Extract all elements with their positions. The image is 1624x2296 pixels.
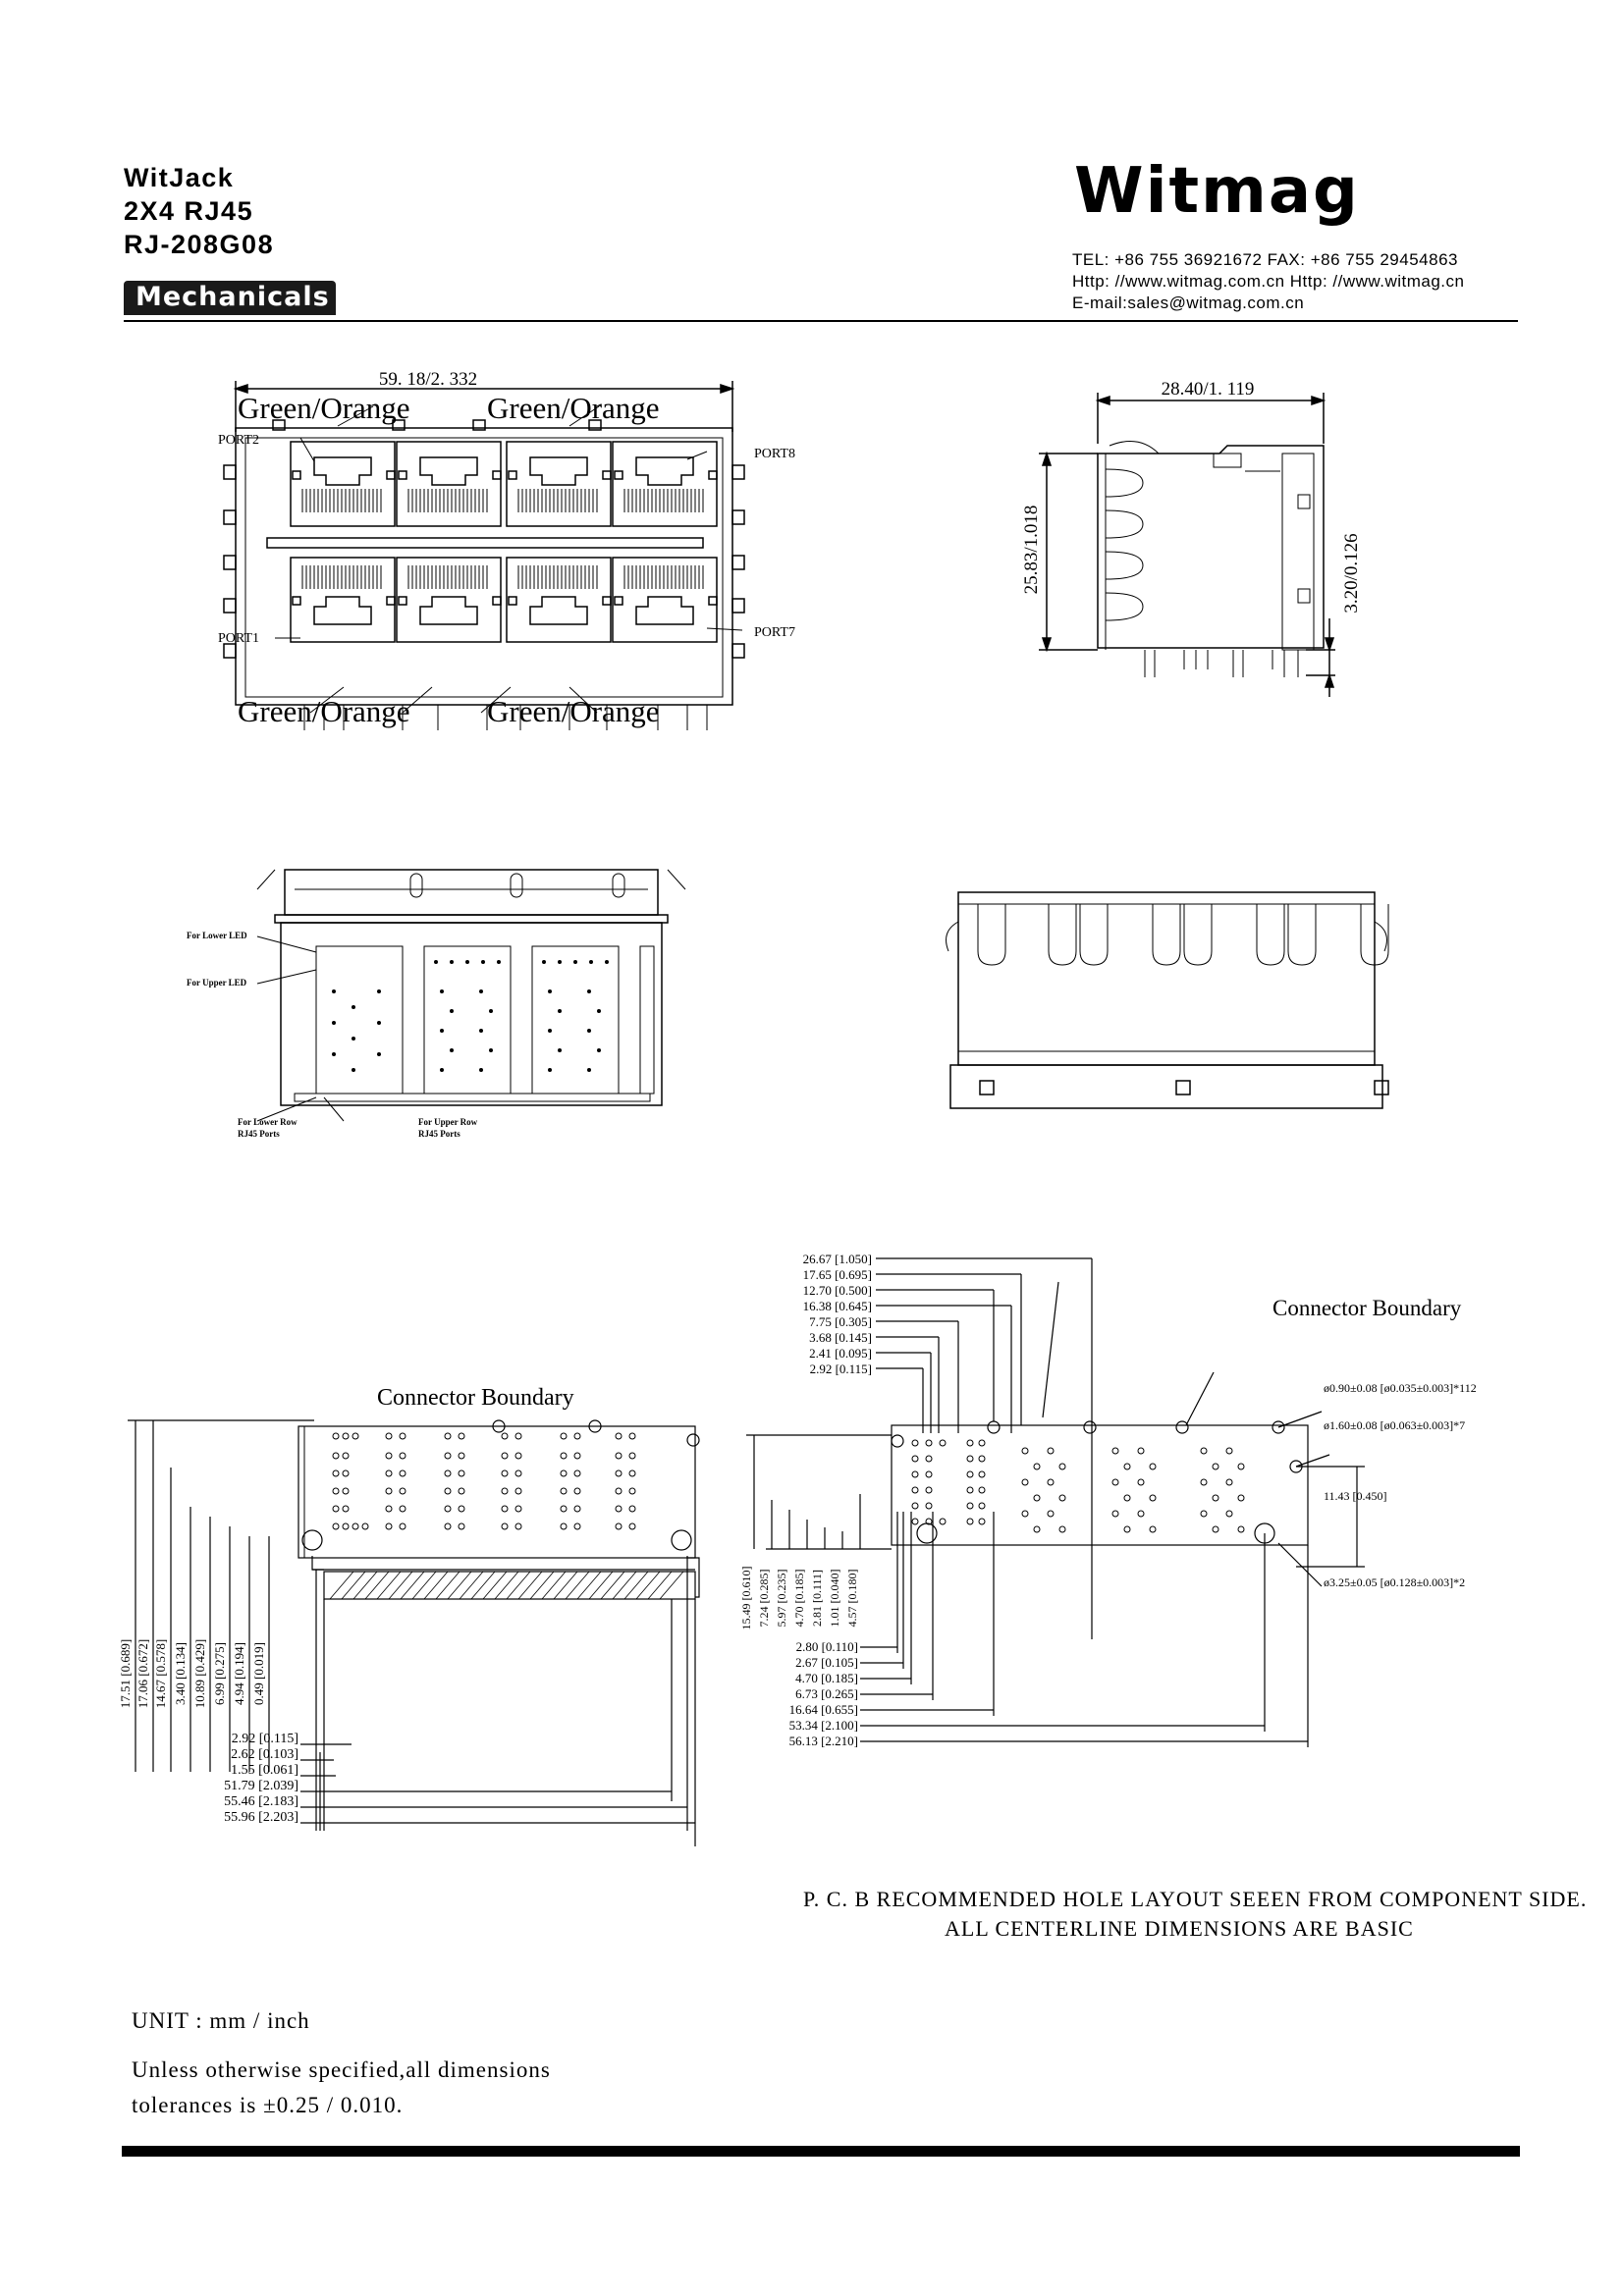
bottom-view-drawing: For Lower LED For Upper LED For Lower Ro… [187, 869, 686, 1139]
port7-label: PORT7 [754, 625, 795, 640]
right-bdim-5: 53.34 [2.100] [789, 1718, 858, 1733]
side-view-drawing: 28.40/1. 119 25.83/1.018 3.20/0.126 [1021, 379, 1362, 697]
port8-label: PORT8 [754, 447, 795, 461]
right-pcb-layout: 26.67 [1.050] 17.65 [0.695] 12.70 [0.500… [739, 1252, 1477, 1748]
pcb-caption-2: ALL CENTERLINE DIMENSIONS ARE BASIC [945, 1916, 1414, 1941]
tolerance-note-1: Unless otherwise specified,all dimension… [132, 2057, 551, 2082]
right-vdim-1: 7.24 [0.285] [757, 1570, 771, 1628]
led-label-top-right: Green/Orange [487, 391, 660, 425]
right-vdim-4: 2.81 [0.111] [810, 1570, 824, 1627]
contact-web: Http: //www.witmag.com.cn Http: //www.wi… [1072, 272, 1465, 291]
part-number: RJ-208G08 [124, 230, 275, 259]
left-vdim-3: 3.40 [0.134] [173, 1642, 188, 1705]
depth-dim-label: 28.40/1. 119 [1162, 379, 1255, 400]
lower-row-ports-label: RJ45 Ports [238, 1129, 280, 1139]
left-hdim-3: 51.79 [2.039] [224, 1779, 298, 1793]
right-topdim-6: 2.41 [0.095] [809, 1346, 872, 1361]
contact-email: E-mail:sales@witmag.com.cn [1072, 294, 1305, 312]
right-bdim-4: 16.64 [0.655] [789, 1702, 858, 1717]
pcb-caption-1: P. C. B RECOMMENDED HOLE LAYOUT SEEEN FR… [803, 1887, 1588, 1911]
right-vdim-0: 15.49 [0.610] [739, 1567, 753, 1630]
product-config: 2X4 RJ45 [124, 196, 254, 226]
hole-spec-1: ø0.90±0.08 [ø0.035±0.003]*112 [1324, 1381, 1477, 1395]
right-topdim-7: 2.92 [0.115] [810, 1362, 872, 1376]
right-vdim-2: 5.97 [0.235] [775, 1570, 788, 1628]
left-vdim-4: 10.89 [0.429] [192, 1639, 207, 1708]
lower-led-label: For Lower LED [187, 931, 247, 940]
left-vdim-1: 17.06 [0.672] [135, 1639, 150, 1708]
tolerance-note-2: tolerances is ±0.25 / 0.010. [132, 2093, 404, 2117]
right-boundary-label: Connector Boundary [1272, 1296, 1462, 1320]
right-topdim-3: 16.38 [0.645] [803, 1299, 872, 1313]
right-bdim-1: 2.67 [0.105] [795, 1655, 858, 1670]
led-label-top-left: Green/Orange [238, 391, 410, 425]
right-bdim-6: 56.13 [2.210] [789, 1734, 858, 1748]
contact-tel-fax: TEL: +86 755 36921672 FAX: +86 755 29454… [1072, 250, 1458, 269]
left-hdim-4: 55.46 [2.183] [224, 1794, 298, 1809]
right-vdim-5: 1.01 [0.040] [828, 1570, 841, 1628]
height-dim-label: 25.83/1.018 [1021, 506, 1042, 595]
right-topdim-1: 17.65 [0.695] [803, 1267, 872, 1282]
left-hdim-5: 55.96 [2.203] [224, 1810, 298, 1825]
upper-led-label: For Upper LED [187, 978, 247, 988]
right-vdim-6: 4.57 [0.180] [845, 1570, 859, 1628]
left-hdim-1: 2.62 [0.103] [231, 1747, 298, 1762]
right-vdim-3: 4.70 [0.185] [792, 1570, 806, 1628]
led-label-bottom-left: Green/Orange [238, 694, 410, 728]
left-hdim-2: 1.55 [0.061] [231, 1763, 298, 1778]
upper-row-ports-label: RJ45 Ports [418, 1129, 460, 1139]
unit-note: UNIT : mm / inch [132, 2008, 310, 2033]
lower-row-label: For Lower Row [238, 1117, 298, 1127]
right-topdim-4: 7.75 [0.305] [809, 1314, 872, 1329]
right-bdim-2: 4.70 [0.185] [795, 1671, 858, 1685]
hole-spacing: 11.43 [0.450] [1324, 1489, 1387, 1503]
port2-label: PORT2 [218, 433, 259, 448]
width-dim-label: 59. 18/2. 332 [379, 369, 477, 390]
left-vdim-2: 14.67 [0.578] [153, 1639, 168, 1708]
right-topdim-0: 26.67 [1.050] [803, 1252, 872, 1266]
left-vdim-7: 0.49 [0.019] [251, 1642, 266, 1705]
front-view-drawing: 59. 18/2. 332 Green/Orange Green/Orange … [218, 369, 795, 730]
right-topdim-5: 3.68 [0.145] [809, 1330, 872, 1345]
right-topdim-2: 12.70 [0.500] [803, 1283, 872, 1298]
led-label-bottom-right: Green/Orange [487, 694, 660, 728]
pin-dim-label: 3.20/0.126 [1341, 533, 1362, 613]
left-vdim-0: 17.51 [0.689] [118, 1639, 133, 1708]
left-vdim-5: 6.99 [0.275] [212, 1642, 227, 1705]
hole-spec-3: ø3.25±0.05 [ø0.128±0.003]*2 [1324, 1575, 1465, 1589]
footer-rule [122, 2146, 1520, 2157]
rear-view-drawing [946, 891, 1389, 1109]
product-family: WitJack [124, 163, 235, 192]
upper-row-label: For Upper Row [418, 1117, 478, 1127]
hole-spec-2: ø1.60±0.08 [ø0.063±0.003]*7 [1324, 1418, 1465, 1432]
section-badge: Mechanicals [124, 281, 336, 315]
header-rule [124, 320, 1518, 322]
right-bdim-3: 6.73 [0.265] [795, 1686, 858, 1701]
brand-logo: Witmag [1074, 155, 1360, 228]
left-pcb-layout: Connector Boundary 17.51 [0.689] 17.06 [… [118, 1385, 700, 1846]
port1-label: PORT1 [218, 631, 259, 646]
left-hdim-0: 2.92 [0.115] [232, 1732, 298, 1746]
right-bdim-0: 2.80 [0.110] [796, 1639, 858, 1654]
left-vdim-6: 4.94 [0.194] [232, 1642, 246, 1705]
left-boundary-label: Connector Boundary [377, 1385, 574, 1411]
